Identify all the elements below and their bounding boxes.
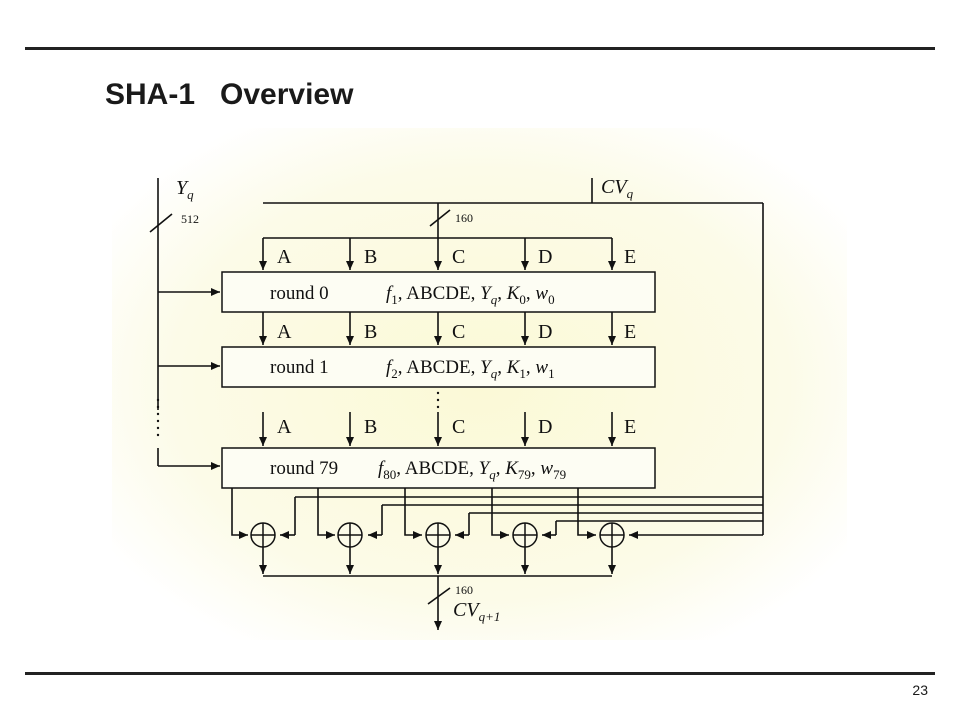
chain-out-width-label: 160 bbox=[455, 583, 473, 597]
round-1-params: f2, ABCDE, Yq, K1, w1 bbox=[386, 357, 555, 381]
diagram-lines bbox=[149, 178, 764, 630]
register-label: D bbox=[538, 416, 552, 438]
register-label: D bbox=[538, 321, 552, 343]
register-label: C bbox=[452, 416, 465, 438]
input-block-label: Yq bbox=[176, 177, 194, 202]
ellipsis-dots bbox=[156, 391, 440, 437]
round-0-box bbox=[221, 271, 656, 313]
register-label: A bbox=[277, 321, 292, 343]
round-1-box bbox=[221, 346, 656, 388]
chain-out-label: CVq+1 bbox=[453, 599, 500, 624]
register-label: E bbox=[624, 246, 636, 268]
round-1-name: round 1 bbox=[270, 357, 329, 378]
round-79-params: f80, ABCDE, Yq, K79, w79 bbox=[378, 458, 566, 482]
round-0-name: round 0 bbox=[270, 283, 329, 304]
register-label: B bbox=[364, 246, 377, 268]
register-label: C bbox=[452, 321, 465, 343]
round-79-name: round 79 bbox=[270, 458, 338, 479]
register-label: E bbox=[624, 416, 636, 438]
page-number: 23 bbox=[912, 682, 928, 698]
register-label: A bbox=[277, 246, 292, 268]
chain-in-label: CVq bbox=[601, 176, 634, 201]
input-width-label: 512 bbox=[181, 212, 199, 226]
register-label: C bbox=[452, 246, 465, 268]
round-79-box bbox=[221, 447, 656, 489]
register-label: E bbox=[624, 321, 636, 343]
register-label: B bbox=[364, 321, 377, 343]
round-0-params: f1, ABCDE, Yq, K0, w0 bbox=[386, 283, 555, 307]
slide-title: SHA-1 Overview bbox=[105, 78, 354, 111]
chain-in-width-label: 160 bbox=[455, 211, 473, 225]
bottom-rule bbox=[25, 672, 935, 675]
adder-crosses bbox=[251, 523, 624, 547]
top-rule bbox=[25, 47, 935, 50]
register-label: B bbox=[364, 416, 377, 438]
register-label: A bbox=[277, 416, 292, 438]
register-label: D bbox=[538, 246, 552, 268]
